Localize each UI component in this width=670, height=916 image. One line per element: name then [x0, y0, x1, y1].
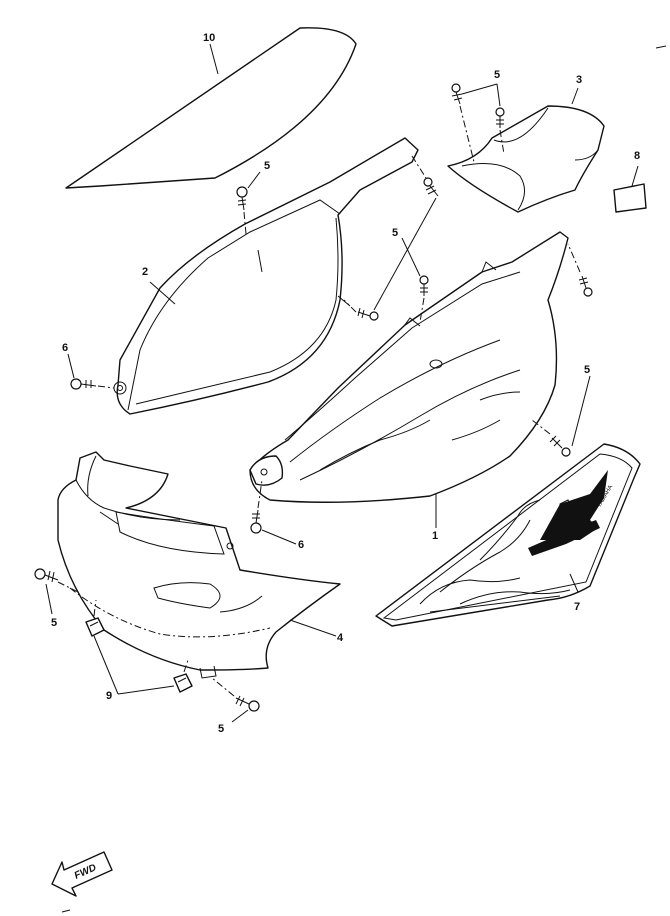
part-9-clips — [85, 599, 193, 695]
callout-5-right: 5 — [584, 364, 590, 376]
callout-5-bottom: 5 — [218, 723, 224, 735]
callouts: 10 5 3 8 5 5 2 6 5 1 6 7 5 4 9 5 — [51, 32, 640, 735]
part-10-seat — [65, 27, 357, 189]
callout-9: 9 — [106, 690, 112, 702]
bolt-icon — [70, 378, 97, 390]
fasteners — [34, 83, 593, 723]
part-8-label — [613, 165, 647, 213]
bolt-icon — [451, 83, 463, 105]
fwd-arrow-icon: FWD — [51, 851, 113, 897]
bolt-icon — [419, 275, 429, 296]
bolt-icon — [34, 568, 59, 583]
callout-4: 4 — [337, 632, 344, 644]
bolt-icon — [235, 695, 260, 712]
callout-5-mid: 5 — [392, 227, 398, 239]
callout-5-top-right: 5 — [494, 69, 500, 81]
clip-icon — [85, 617, 105, 637]
callout-1: 1 — [432, 530, 438, 542]
part-7-decal: YAMAHA — [375, 443, 641, 627]
bolt-icon — [423, 177, 439, 197]
bolt-icon — [549, 435, 571, 457]
bolt-icon — [495, 107, 505, 128]
clip-icon — [173, 673, 193, 693]
callout-7: 7 — [574, 601, 580, 613]
bolt-icon — [250, 509, 262, 534]
part-3-tail-cover — [447, 87, 605, 213]
callout-5-upper-left: 5 — [264, 160, 270, 172]
part-1-main-panel — [249, 231, 569, 528]
bolt-icon — [236, 186, 248, 211]
part-4-lower-fairing — [57, 451, 341, 679]
bolt-icon — [357, 307, 379, 321]
callout-6-lower: 6 — [298, 539, 304, 551]
callout-3: 3 — [576, 74, 582, 86]
part-2-side-cover — [113, 137, 419, 415]
callout-8: 8 — [634, 150, 640, 162]
callout-10: 10 — [203, 32, 215, 44]
callout-5-lower-left: 5 — [51, 617, 57, 629]
decal-logo-block — [528, 470, 608, 556]
bolt-icon — [578, 275, 593, 297]
callout-6-left: 6 — [62, 342, 68, 354]
callout-2: 2 — [142, 266, 148, 278]
